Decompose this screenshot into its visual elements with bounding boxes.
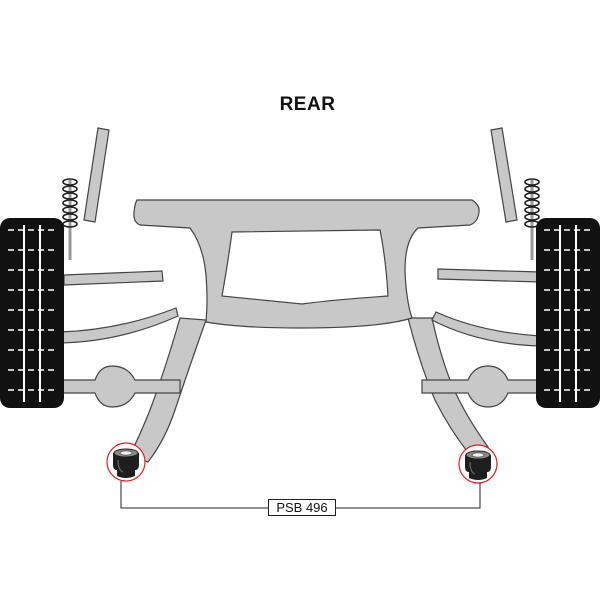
right-upper-link xyxy=(437,268,541,283)
subframe xyxy=(133,199,480,329)
left-leader-line xyxy=(120,481,268,509)
right-wheel xyxy=(536,218,600,408)
right-damper xyxy=(490,127,518,223)
left-wheel xyxy=(0,218,64,408)
diagram-title: REAR xyxy=(279,94,336,115)
left-hub-assembly xyxy=(61,365,181,408)
left-upper-link xyxy=(63,270,164,286)
right-curved-link xyxy=(431,311,541,347)
left-coil-spring xyxy=(62,178,78,260)
left-damper xyxy=(83,127,110,223)
right-coil-spring xyxy=(524,178,540,260)
left-curved-link xyxy=(59,307,179,344)
right-leader-line xyxy=(336,483,481,509)
part-number-label: PSB 496 xyxy=(268,499,336,516)
